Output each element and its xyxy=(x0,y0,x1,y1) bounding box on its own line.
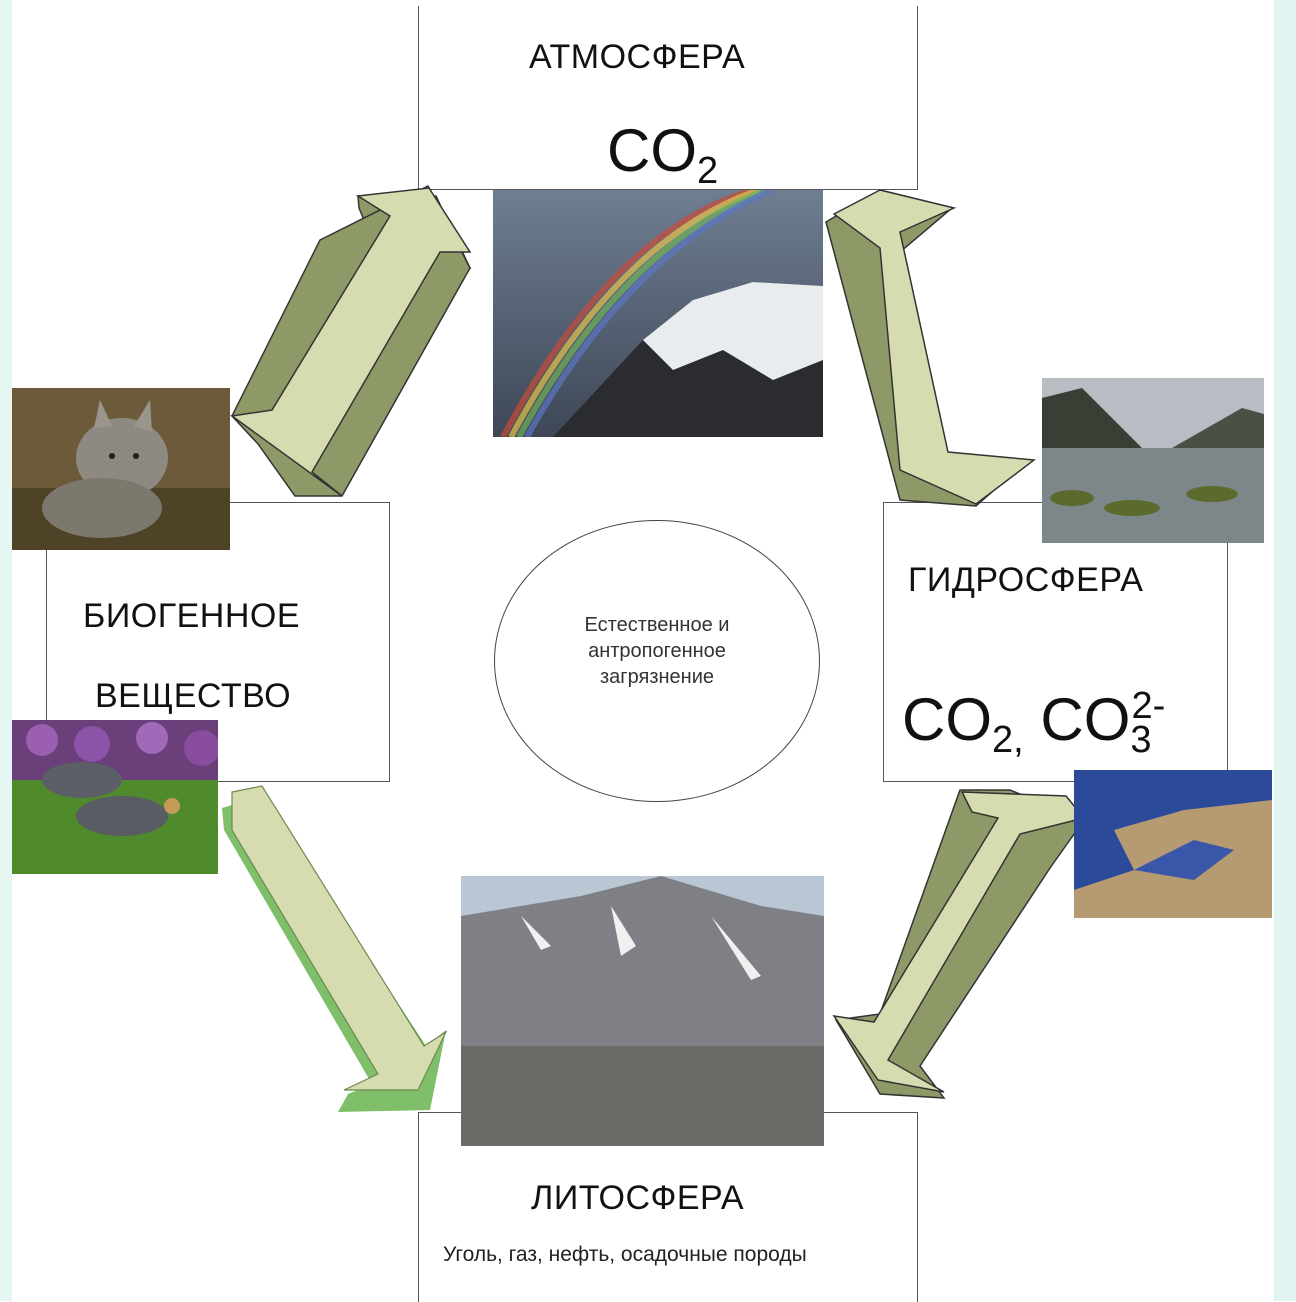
hydrosphere-box: ГИДРОСФЕРА CO2, CO32- xyxy=(883,502,1228,782)
lake-photo xyxy=(1042,378,1264,543)
atmosphere-formula-main: CO xyxy=(607,117,697,184)
arrow-atmosphere-hydrosphere xyxy=(825,189,1036,507)
atmosphere-title: АТМОСФЕРА xyxy=(529,38,746,76)
pollution-label: Естественное и антропогенное загрязнение xyxy=(494,612,820,690)
left-edge-strip xyxy=(0,0,12,1301)
birds-photo xyxy=(12,720,218,874)
atmosphere-formula-sub: 2 xyxy=(697,150,719,192)
hydrosphere-formula: CO2, CO32- xyxy=(902,685,1165,762)
mountain-rocks-photo xyxy=(461,876,824,1146)
hydrosphere-f1: CO xyxy=(902,686,992,753)
hydrosphere-f1-sub: 2 xyxy=(992,719,1014,761)
aerial-coast-photo xyxy=(1074,770,1272,918)
hydrosphere-f2: CO xyxy=(1023,686,1131,753)
pollution-label-line2: антропогенное xyxy=(588,640,726,662)
atmosphere-formula: CO2 xyxy=(607,116,718,193)
fox-photo xyxy=(12,388,230,550)
lithosphere-title: ЛИТОСФЕРА xyxy=(531,1179,745,1217)
pollution-label-line1: Естественное и xyxy=(584,614,730,636)
hydrosphere-f2-sup: 2- xyxy=(1131,685,1166,727)
rainbow-mountain-photo xyxy=(493,190,823,437)
biogenic-title-line2: ВЕЩЕСТВО xyxy=(95,677,292,715)
right-edge-strip xyxy=(1274,0,1296,1301)
arrow-atmosphere-biogenic xyxy=(230,184,472,497)
hydrosphere-f2-sub: 3 xyxy=(1130,719,1152,761)
arrow-biogenic-lithosphere xyxy=(222,785,448,1112)
biogenic-title-line1: БИОГЕННОЕ xyxy=(83,597,301,635)
lithosphere-subtitle: Уголь, газ, нефть, осадочные породы xyxy=(443,1243,807,1266)
arrow-hydrosphere-lithosphere xyxy=(832,789,1086,1099)
pollution-label-line3: загрязнение xyxy=(600,666,714,688)
hydrosphere-title: ГИДРОСФЕРА xyxy=(908,561,1144,599)
atmosphere-box: АТМОСФЕРА CO2 xyxy=(418,6,918,193)
hydrosphere-comma: , xyxy=(1013,719,1024,761)
pollution-circle xyxy=(494,520,820,802)
